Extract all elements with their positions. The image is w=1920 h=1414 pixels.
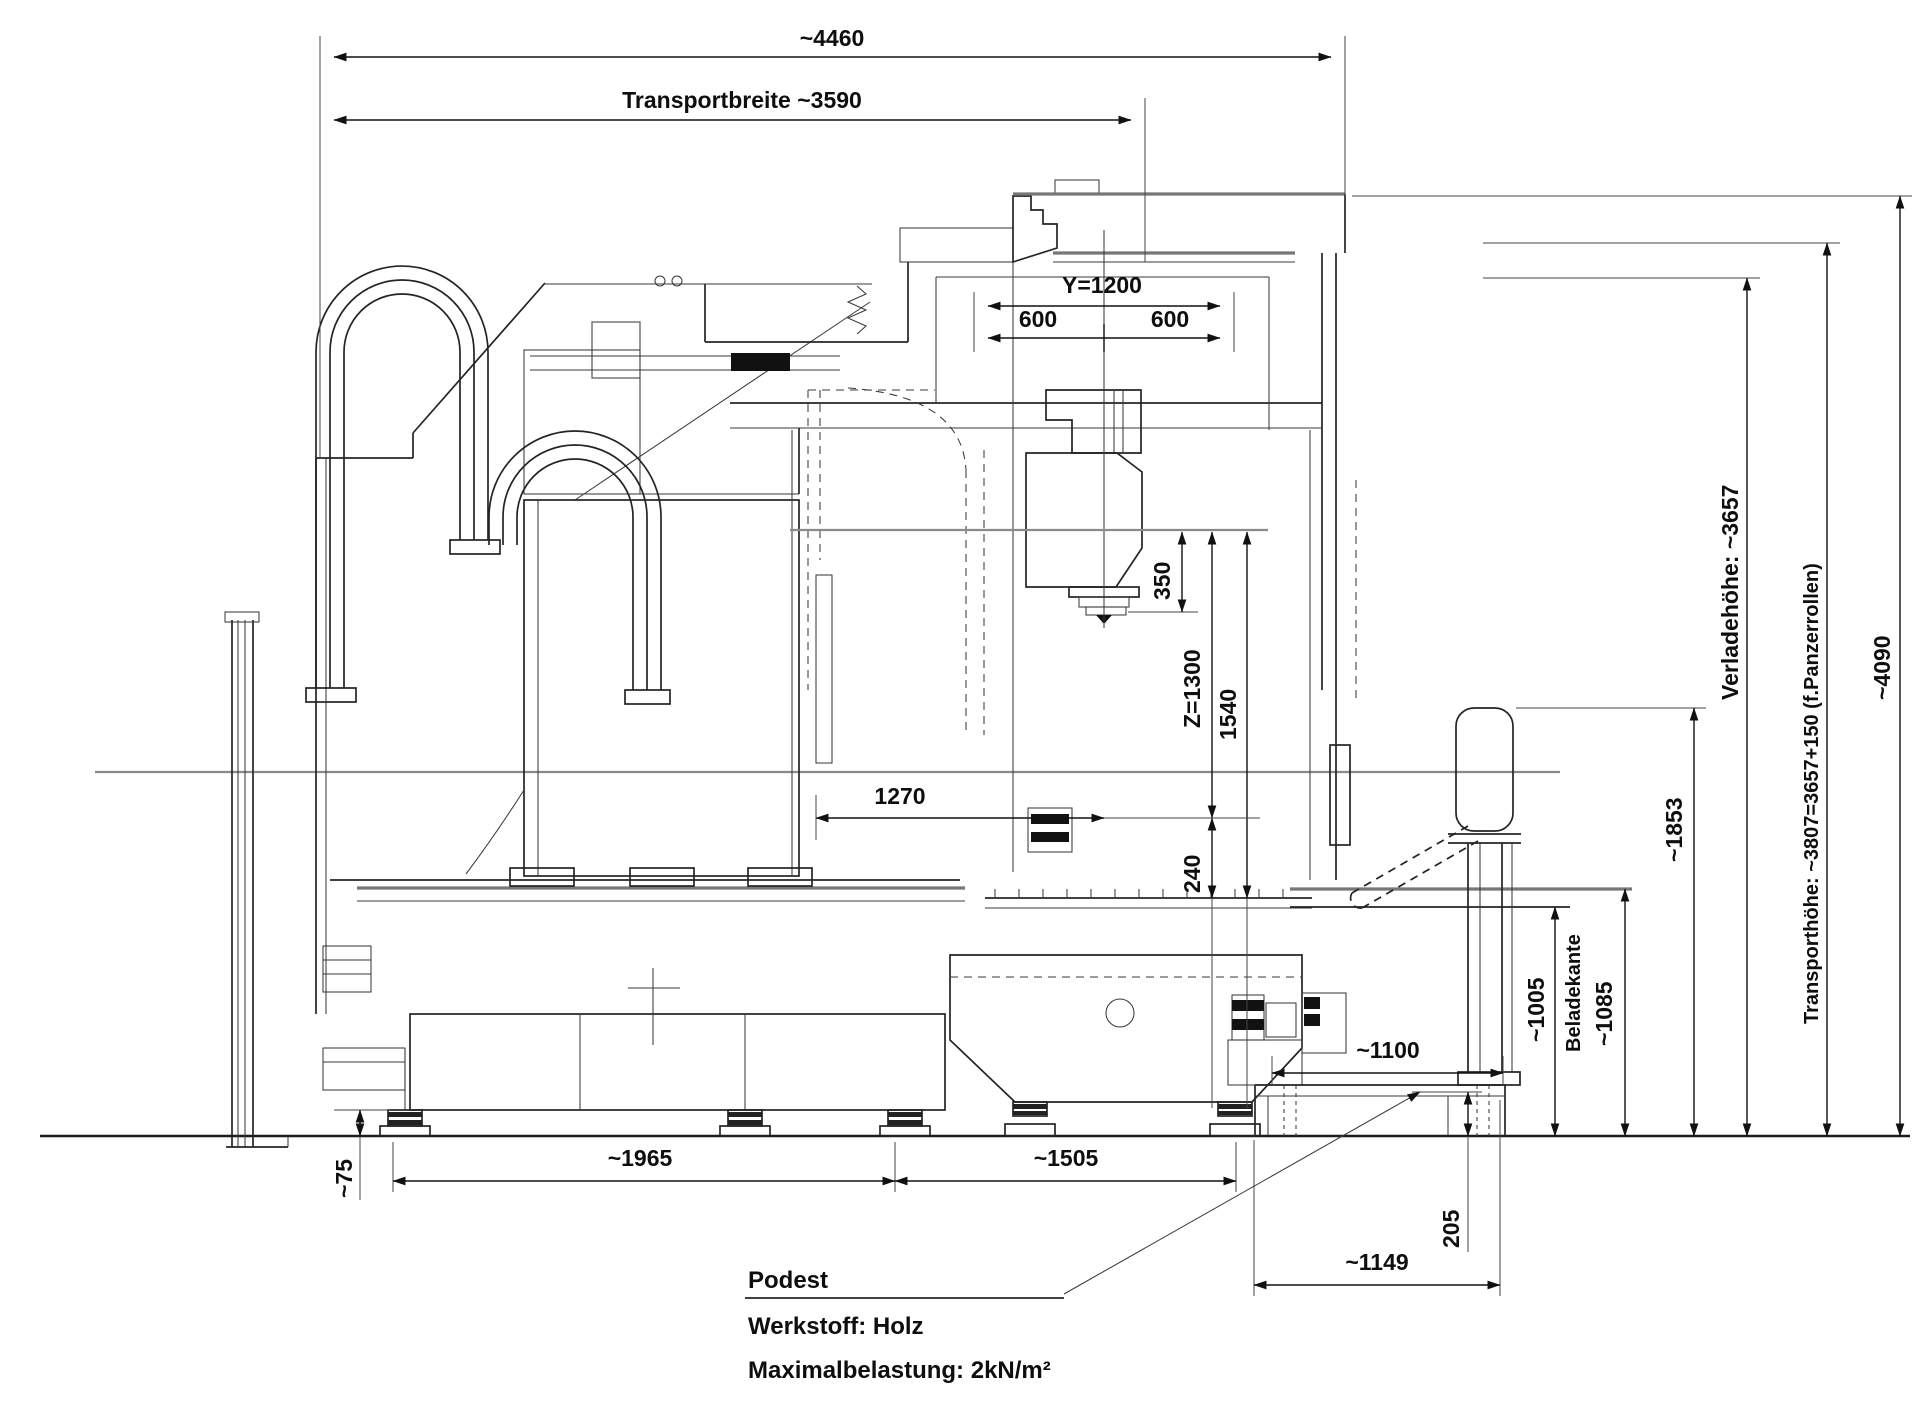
dim-350: 350 (1149, 562, 1175, 600)
dim-1853: ~1853 (1661, 797, 1687, 862)
dim-transport-width: Transportbreite ~3590 (622, 87, 862, 113)
operator-panel (1448, 707, 1521, 1086)
leveling-feet (379, 1101, 1261, 1137)
dim-transporthoehe: Transporthöhe: ~3807=3657+150 (f.Panzerr… (1801, 563, 1823, 1024)
table-ticks (994, 889, 1284, 898)
dim-1965: ~1965 (608, 1145, 673, 1171)
dim-240: 240 (1179, 855, 1205, 893)
note-podest: Podest (748, 1267, 828, 1294)
dim-z-travel: Z=1300 (1179, 649, 1205, 728)
pump-unit (1227, 994, 1303, 1086)
enclosure-right-wall (1309, 253, 1357, 880)
dim-1005: ~1005 (1523, 977, 1549, 1042)
dim-205: 205 (1438, 1209, 1464, 1248)
dim-1100: ~1100 (1356, 1037, 1419, 1063)
dim-1149: ~1149 (1345, 1249, 1408, 1275)
dim-1505: ~1505 (1034, 1145, 1099, 1171)
cable-hoses (305, 265, 671, 705)
dimension-annotations: ~4460 Transportbreite ~3590 Y=1200 600 6… (319, 25, 1912, 1296)
dim-75: ~75 (331, 1159, 357, 1198)
handle-chute (1349, 825, 1479, 909)
enclosure-roof (704, 179, 1346, 343)
dim-y-travel: Y=1200 (1062, 272, 1142, 298)
dim-verladehoehe: Verladehöhe: ~3657 (1717, 485, 1743, 700)
podest (1254, 1084, 1506, 1136)
machine-outline (40, 179, 1910, 1148)
dim-y-left: 600 (1019, 306, 1057, 332)
note-block: Podest Werkstoff: Holz Maximalbelastung:… (745, 1091, 1421, 1384)
crossrail (730, 262, 1322, 872)
note-material: Werkstoff: Holz (748, 1313, 924, 1340)
table-area (330, 807, 1312, 1045)
machine-column (315, 275, 872, 1014)
wall-box (1329, 744, 1351, 846)
dim-4090: ~4090 (1869, 635, 1895, 700)
podest-leader-line (1063, 1091, 1421, 1295)
dim-1270: 1270 (874, 783, 925, 809)
rail-clamp-block (731, 353, 790, 371)
dim-y-right: 600 (1151, 306, 1189, 332)
dim-1085: ~1085 (1591, 981, 1617, 1046)
spindle-head (1025, 230, 1143, 628)
dim-overall-width: ~4460 (800, 25, 865, 51)
hidden-contours (807, 387, 985, 735)
spring-symbol (846, 285, 868, 335)
label-beladekante: Beladekante (1563, 934, 1585, 1052)
dim-1540: 1540 (1215, 689, 1241, 740)
machine-base-center (949, 954, 1347, 1103)
side-panel (465, 428, 833, 877)
machine-base-left (322, 945, 946, 1111)
chip-conveyor (224, 611, 289, 1148)
note-max-load: Maximalbelastung: 2kN/m² (748, 1357, 1051, 1384)
